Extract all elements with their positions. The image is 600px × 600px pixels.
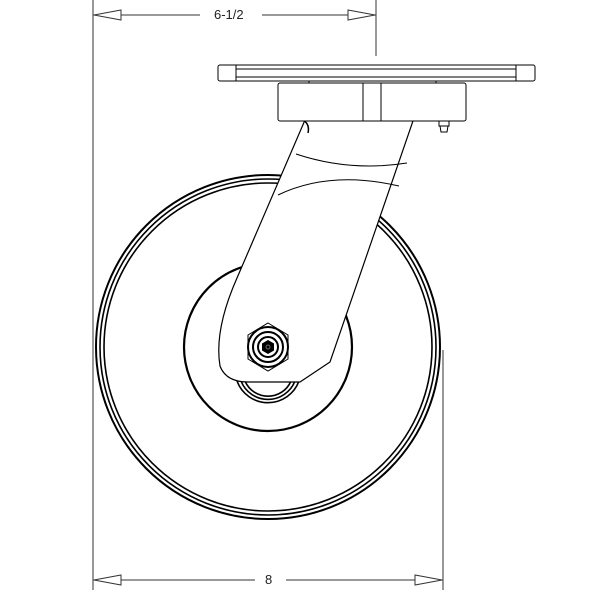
extension-lines — [92, 0, 444, 590]
dimension-top-label: 6-1/2 — [208, 8, 250, 22]
swivel-housing — [277, 81, 467, 122]
dimension-top — [93, 9, 376, 21]
grease-fitting — [438, 120, 450, 133]
top-plate — [217, 64, 536, 82]
fork-leg — [218, 117, 415, 383]
dimension-bottom-label: 8 — [259, 573, 279, 587]
wheel-tread — [95, 174, 441, 520]
bearing-rings — [236, 380, 300, 404]
dimension-bottom — [93, 574, 443, 586]
fork-contours — [277, 153, 408, 196]
axle-nut — [247, 322, 289, 372]
